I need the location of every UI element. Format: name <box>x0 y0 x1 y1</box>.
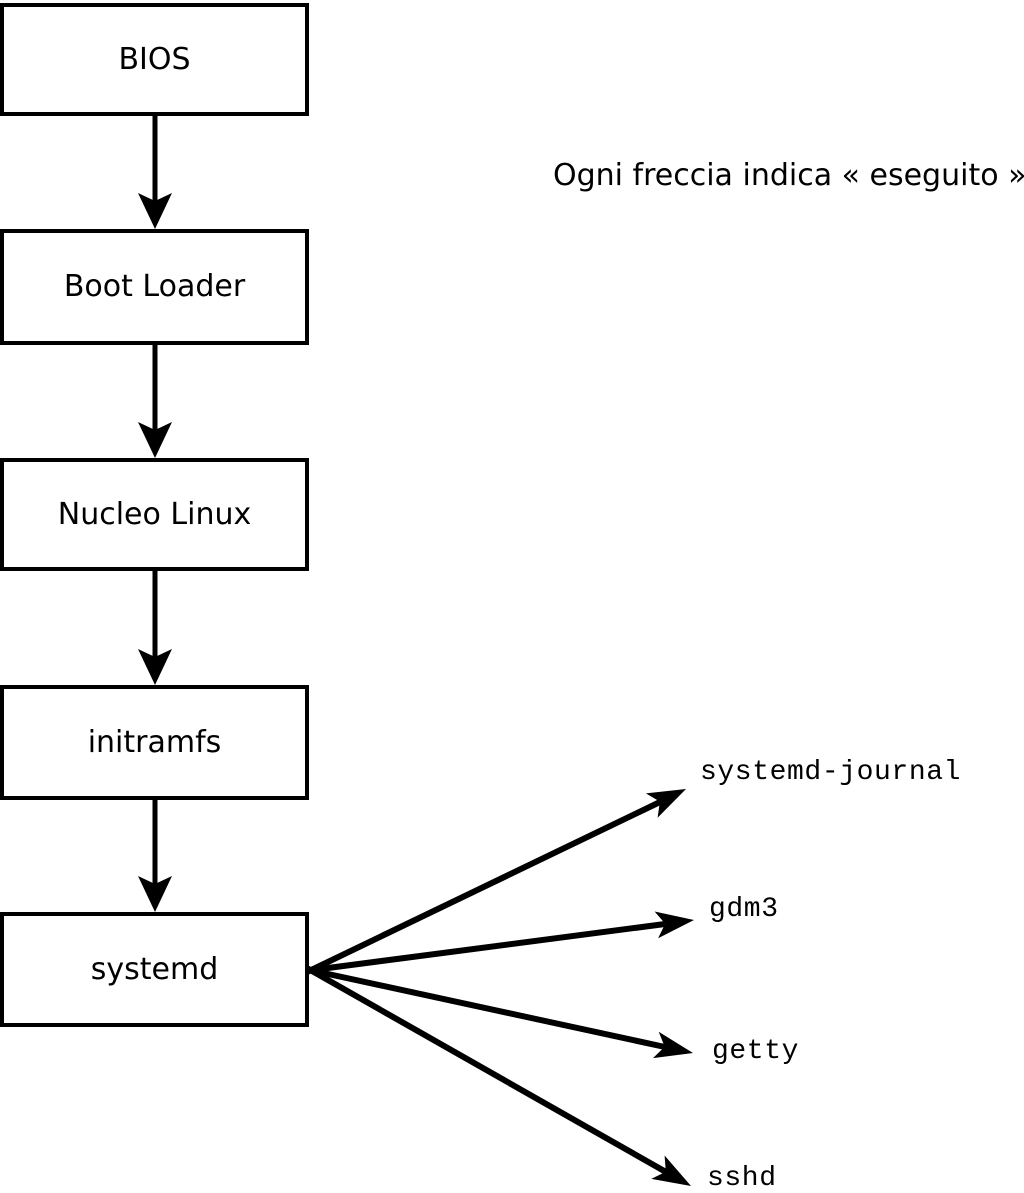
arrow-systemd-to-sshd <box>303 964 691 1186</box>
process-label-getty: getty <box>712 1036 800 1067</box>
box-boot-loader-label: Boot Loader <box>63 269 246 304</box>
box-bios-label: BIOS <box>118 41 191 77</box>
box-initramfs-label: initramfs <box>87 724 222 760</box>
process-label-gdm3: gdm3 <box>709 894 779 925</box>
arrow-initramfs-to-systemd <box>138 795 172 912</box>
process-label-systemd-journal: systemd-journal <box>700 757 962 788</box>
legend-annotation: Ogni freccia indica « eseguito ». <box>553 158 1024 193</box>
box-systemd-label: systemd <box>90 951 219 987</box>
box-boot-loader: Boot Loader <box>0 229 309 345</box>
box-bios: BIOS <box>0 3 309 116</box>
box-nucleo-linux: Nucleo Linux <box>0 458 309 571</box>
arrow-nucleo-to-initramfs <box>138 566 172 685</box>
box-nucleo-linux-label: Nucleo Linux <box>57 496 252 532</box>
box-systemd: systemd <box>0 912 309 1027</box>
arrow-systemd-to-gdm3 <box>304 911 694 974</box>
arrow-systemd-to-systemd-journal <box>303 789 686 976</box>
process-label-sshd: sshd <box>707 1163 777 1193</box>
box-initramfs: initramfs <box>0 685 309 800</box>
arrow-bootloader-to-nucleo <box>138 340 172 458</box>
arrow-systemd-to-getty <box>304 966 693 1059</box>
arrow-bios-to-bootloader <box>138 110 172 229</box>
